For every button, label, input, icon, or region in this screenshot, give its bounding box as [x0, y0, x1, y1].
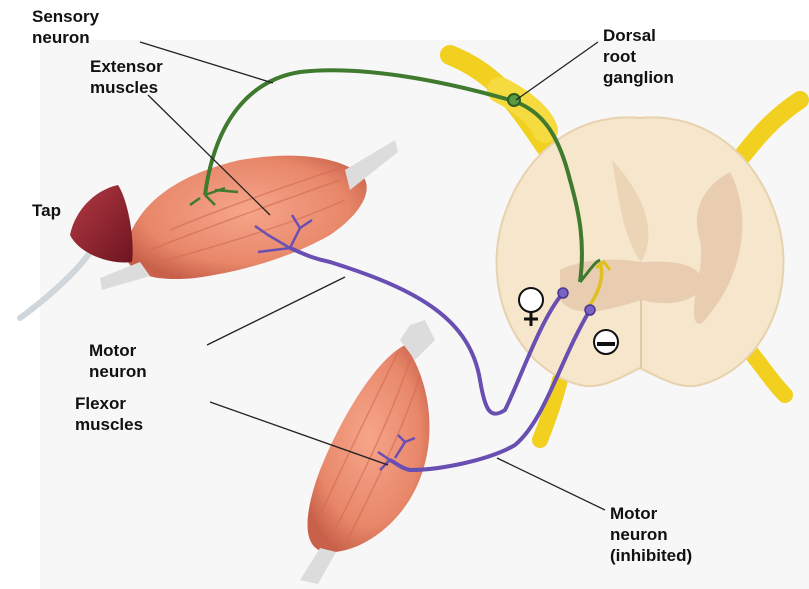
label-motor-neuron-line2: neuron	[89, 361, 147, 382]
label-tap-line1: Tap	[32, 200, 61, 221]
label-motor-inhibited-line1: Motor	[610, 503, 692, 524]
label-motor-inhibited-line2: neuron	[610, 524, 692, 545]
label-motor-inhibited-line3: (inhibited)	[610, 545, 692, 566]
motor-neuron-cell-body	[558, 288, 568, 298]
label-dorsal-line1: Dorsal	[603, 25, 674, 46]
inhibited-motor-neuron-cell-body	[585, 305, 595, 315]
label-extensor-muscles: Extensor muscles	[90, 56, 163, 98]
label-tap: Tap	[32, 200, 61, 221]
label-sensory-neuron-line2: neuron	[32, 27, 99, 48]
excitatory-synapse-symbol	[519, 288, 543, 312]
label-extensor-muscles-line2: muscles	[90, 77, 163, 98]
label-flexor-muscles-line1: Flexor	[75, 393, 143, 414]
label-flexor-muscles-line2: muscles	[75, 414, 143, 435]
label-motor-neuron-line1: Motor	[89, 340, 147, 361]
label-extensor-muscles-line1: Extensor	[90, 56, 163, 77]
label-flexor-muscles: Flexor muscles	[75, 393, 143, 435]
label-motor-neuron-inhibited: Motor neuron (inhibited)	[610, 503, 692, 566]
label-sensory-neuron: Sensory neuron	[32, 6, 99, 48]
sensory-neuron-cell-body	[508, 94, 520, 106]
label-sensory-neuron-line1: Sensory	[32, 6, 99, 27]
label-motor-neuron: Motor neuron	[89, 340, 147, 382]
label-dorsal-line3: ganglion	[603, 67, 674, 88]
label-dorsal-root-ganglion: Dorsal root ganglion	[603, 25, 674, 88]
label-dorsal-line2: root	[603, 46, 674, 67]
